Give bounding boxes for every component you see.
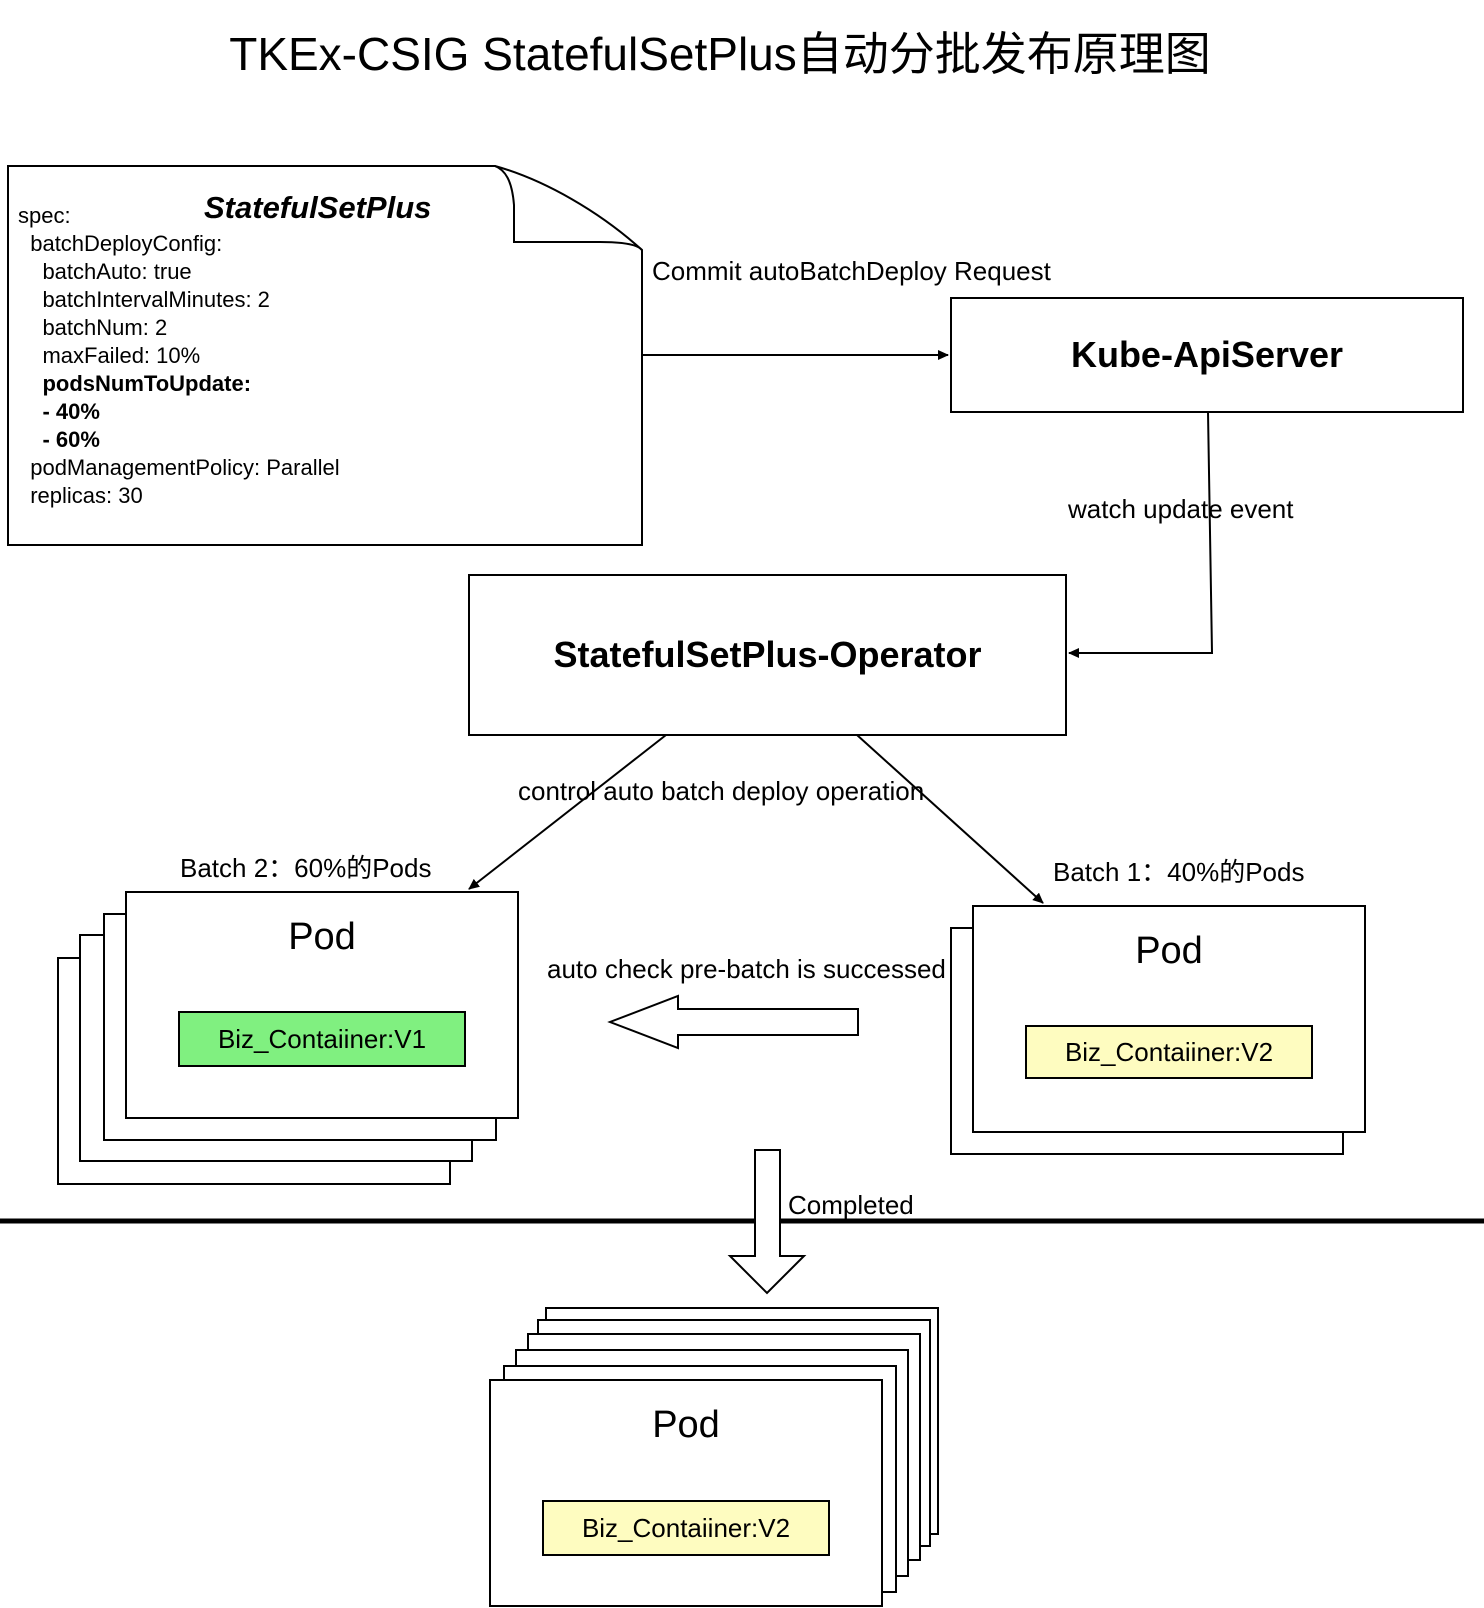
spec-line: - 40% [18,399,100,424]
batch1-container-box: Biz_Contaiiner:V2 [1025,1025,1313,1079]
spec-line: - 60% [18,427,100,452]
operator-box [468,574,1067,736]
spec-line: maxFailed: 10% [18,343,201,368]
batch2-container-label: Biz_Contaiiner:V1 [217,1023,427,1054]
watch-arrow [1068,411,1214,658]
spec-card-body: spec: batchDeployConfig: batchAuto: true… [18,202,340,510]
spec-line: podManagementPolicy: Parallel [18,455,340,480]
spec-line: batchIntervalMinutes: 2 [18,287,270,312]
batch2-label: Batch 2：60%的Pods [180,853,432,883]
completed-edge-label: Completed [788,1190,914,1220]
check-block-arrow [607,994,859,1050]
spec-line: batchAuto: true [18,259,192,284]
spec-line: podsNumToUpdate: [18,371,252,396]
batch2-pod-title: Pod [288,916,356,958]
control-arrow-batch1 [856,734,1044,904]
batch1-container-label: Biz_Contaiiner:V2 [1064,1036,1274,1067]
batch1-label: Batch 1：40%的Pods [1053,857,1305,887]
control-edge-label: control auto batch deploy operation [518,776,925,806]
commit-edge-label: Commit autoBatchDeploy Request [652,256,1051,286]
spec-line: replicas: 30 [18,483,143,508]
final-pod-title: Pod [652,1404,720,1446]
spec-document-fold [494,165,643,251]
apiserver-box [950,297,1464,413]
spec-line: spec: [18,203,71,228]
batch1-pod-front [972,905,1366,1133]
spec-line: batchNum: 2 [18,315,168,340]
control-arrow-batch2 [468,734,667,890]
final-container-label: Biz_Contaiiner:V2 [581,1512,791,1543]
apiserver-label: Kube-ApiServer [1070,334,1344,375]
completed-block-arrow [727,1149,807,1295]
watch-edge-label: watch update event [1068,494,1294,524]
batch2-container-box: Biz_Contaiiner:V1 [178,1011,466,1067]
spec-line: batchDeployConfig: [18,231,223,256]
batch2-pod-front [125,891,519,1119]
check-edge-label: auto check pre-batch is successed [547,954,946,984]
batch1-pod-title: Pod [1135,930,1203,972]
final-container-box: Biz_Contaiiner:V2 [542,1500,830,1556]
page-title: TKEx-CSIG StatefulSetPlus自动分批发布原理图 [229,28,1211,80]
operator-label: StatefulSetPlus-Operator [553,634,982,675]
spec-card-title: StatefulSetPlus [204,190,432,225]
final-pod-front [489,1379,883,1607]
